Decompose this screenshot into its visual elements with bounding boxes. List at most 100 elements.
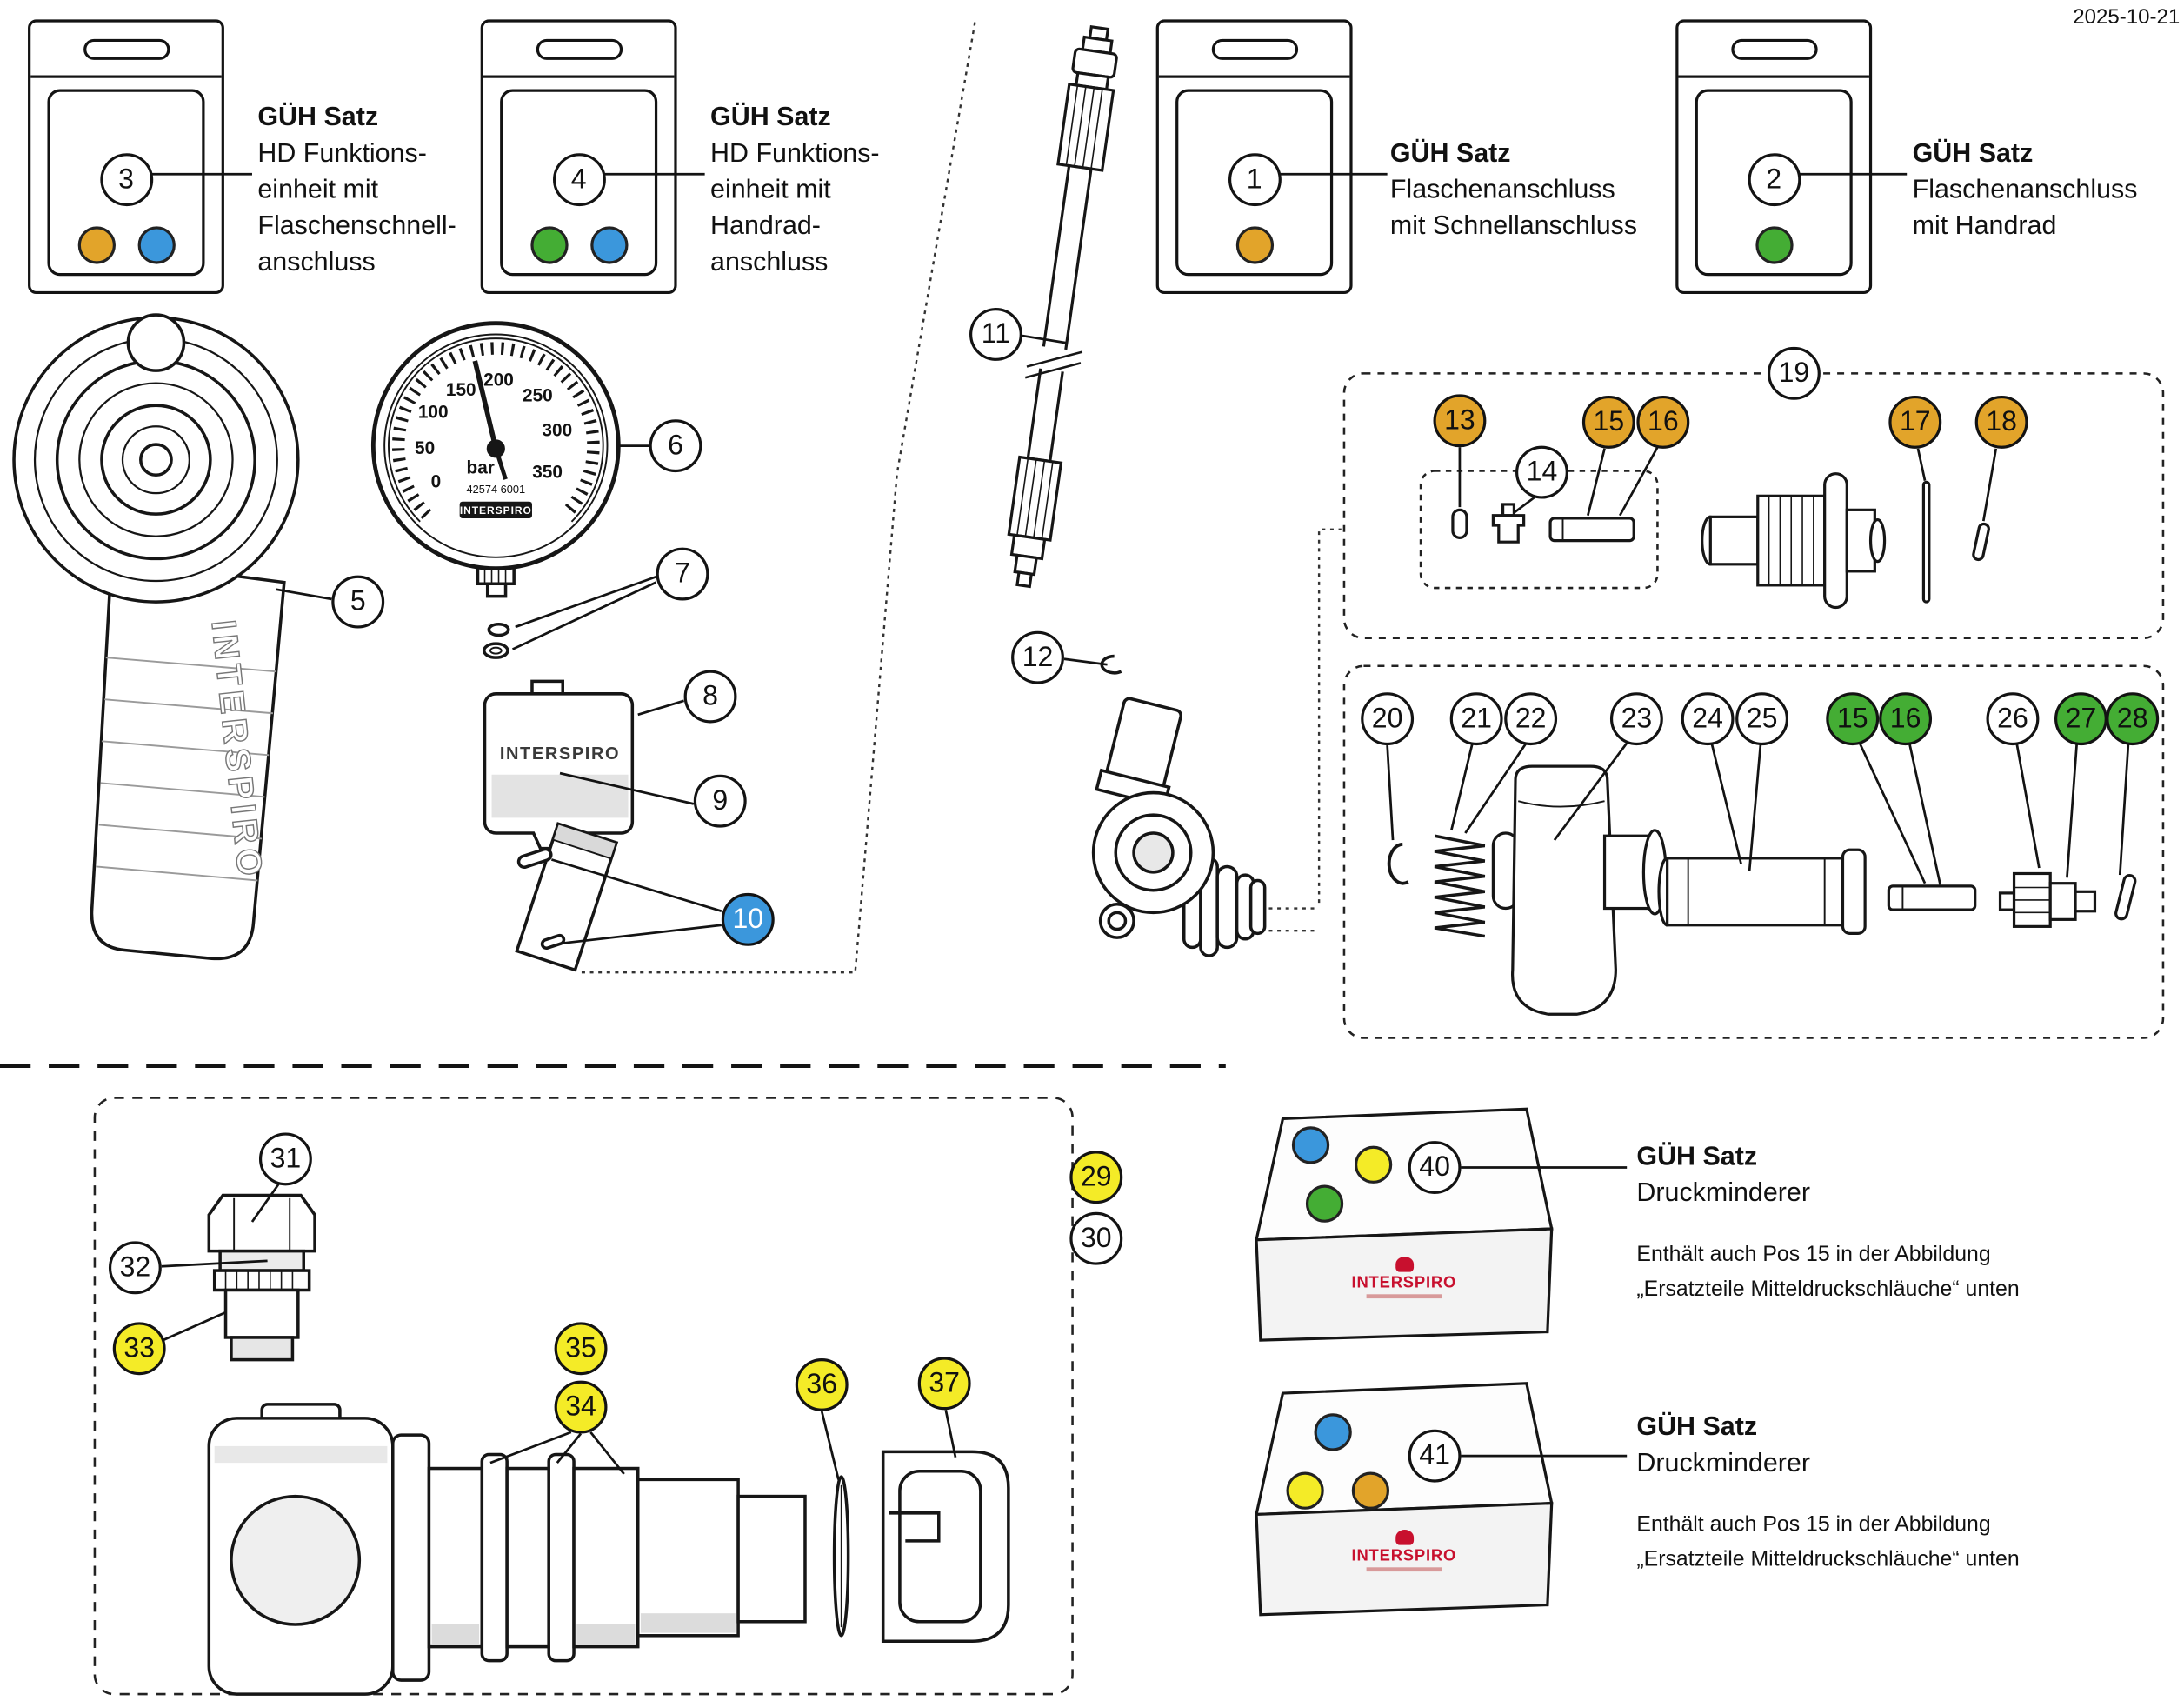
color-dot (529, 226, 568, 264)
package-3-label: GÜH Satz HD Funktions- einheit mit Flasc… (257, 100, 456, 281)
callout-30: 30 (1069, 1211, 1123, 1265)
callout-9: 9 (693, 774, 747, 828)
callout-16-orange: 16 (1636, 395, 1690, 449)
callout-14: 14 (1515, 445, 1568, 499)
color-dot (1354, 1145, 1393, 1184)
callout-34: 34 (554, 1380, 608, 1434)
package-window: 3 (47, 89, 205, 277)
callout-19: 19 (1767, 346, 1821, 400)
callout-4: 4 (552, 153, 606, 207)
callout-10: 10 (721, 892, 775, 946)
callout-36: 36 (795, 1357, 849, 1411)
interspiro-logo-text: INTERSPIRO (1351, 1274, 1457, 1292)
interspiro-logo-text: INTERSPIRO (1351, 1547, 1457, 1565)
adapter-part (207, 1193, 316, 1362)
hang-slot (83, 38, 170, 60)
callout-28: 28 (2106, 692, 2160, 746)
callout-29: 29 (1069, 1151, 1123, 1204)
hang-slot (1730, 38, 1817, 60)
leader-lines (144, 172, 2130, 1480)
callout-22: 22 (1504, 692, 1558, 746)
kit-subtitle: Druckminderer (1636, 1178, 1811, 1208)
callout-21: 21 (1449, 692, 1503, 746)
package-header (30, 23, 222, 78)
interspiro-logo: INTERSPIRO (1340, 1530, 1468, 1572)
kit-subtitle: Druckminderer (1636, 1449, 1811, 1478)
color-dots (1235, 226, 1274, 264)
kit-40-note: Enthält auch Pos 15 in der Abbildung „Er… (1636, 1243, 2020, 1302)
kit-description: Flaschenanschluss mit Schnellanschluss (1389, 175, 1638, 242)
kit-40-label: GÜH Satz Druckminderer (1636, 1139, 1810, 1211)
callout-27: 27 (2054, 692, 2107, 746)
package-kit-4: 4 (480, 19, 677, 295)
package-4-label: GÜH Satz HD Funktions- einheit mit Handr… (710, 100, 880, 281)
gauge-tick-label: 300 (542, 420, 572, 440)
color-dot (1305, 1184, 1344, 1223)
interspiro-logo-tagline (1366, 1567, 1442, 1572)
color-dots (77, 226, 176, 264)
callout-25: 25 (1735, 692, 1789, 746)
package-window: 2 (1695, 89, 1853, 277)
package-window: 4 (500, 89, 658, 277)
gauge-tick-label: 50 (415, 438, 435, 458)
interspiro-logo: INTERSPIRO (1340, 1257, 1468, 1299)
package-kit-2: 2 (1675, 19, 1873, 295)
hang-slot (1210, 38, 1298, 60)
callout-12: 12 (1011, 630, 1064, 684)
package-window: 1 (1175, 89, 1334, 277)
gauge-serial: 42574 6001 (467, 483, 526, 496)
elbow-part (1091, 697, 1267, 957)
color-dot (1755, 226, 1793, 264)
gauge-tick-label: 350 (532, 462, 563, 482)
callout-20: 20 (1361, 692, 1415, 746)
coupling-assembly-part (207, 1403, 1010, 1696)
callout-7: 7 (656, 547, 709, 601)
callout-31: 31 (258, 1132, 312, 1186)
manifold-block-part: INTERSPIRO (483, 679, 635, 972)
callout-3: 3 (99, 153, 153, 207)
gauge-scale-labels: 0 50 100 150 200 250 300 350 (415, 370, 572, 492)
callout-32: 32 (108, 1241, 162, 1295)
package-kit-1: 1 (1155, 19, 1353, 295)
hang-slot (535, 38, 623, 60)
callout-40: 40 (1408, 1141, 1462, 1194)
manifold-brand: INTERSPIRO (500, 744, 620, 764)
color-dot (589, 226, 628, 264)
dotted-connectors (577, 22, 1342, 974)
callout-1: 1 (1228, 153, 1282, 207)
callout-35: 35 (554, 1322, 608, 1376)
clip-part-12 (1100, 654, 1122, 675)
kit-title: GÜH Satz (1636, 1412, 1758, 1443)
package-2-label: GÜH Satz Flaschenanschluss mit Handrad (1913, 137, 2138, 245)
callout-26: 26 (1986, 692, 2040, 746)
package-header (483, 23, 675, 78)
color-dot (1286, 1471, 1324, 1510)
callout-2: 2 (1747, 153, 1801, 207)
hose-part (1007, 24, 1118, 589)
pressure-gauge-part: 0 50 100 150 200 250 300 350 bar 42574 6… (370, 321, 621, 659)
callout-15-green: 15 (1826, 692, 1880, 746)
color-dot (1235, 226, 1274, 264)
callout-33: 33 (112, 1322, 166, 1376)
callout-13: 13 (1433, 394, 1487, 448)
interspiro-logo-tagline (1366, 1294, 1442, 1299)
kit-title: GÜH Satz (257, 103, 379, 133)
callout-6: 6 (649, 419, 702, 473)
callout-16-green: 16 (1879, 692, 1933, 746)
color-dots (529, 226, 628, 264)
kit20-parts (1387, 764, 2137, 1016)
kit-title: GÜH Satz (1389, 139, 1511, 169)
package-1-label: GÜH Satz Flaschenanschluss mit Schnellan… (1390, 137, 1637, 245)
package-header (1678, 23, 1869, 78)
callout-24: 24 (1681, 692, 1735, 746)
gauge-tick-label: 200 (483, 370, 514, 390)
gauge-brand: INTERSPIRO (460, 504, 532, 517)
color-dot (136, 226, 176, 264)
color-dot (1314, 1413, 1352, 1451)
color-dot (77, 226, 116, 264)
callout-18: 18 (1974, 395, 2028, 449)
callout-23: 23 (1609, 692, 1663, 746)
